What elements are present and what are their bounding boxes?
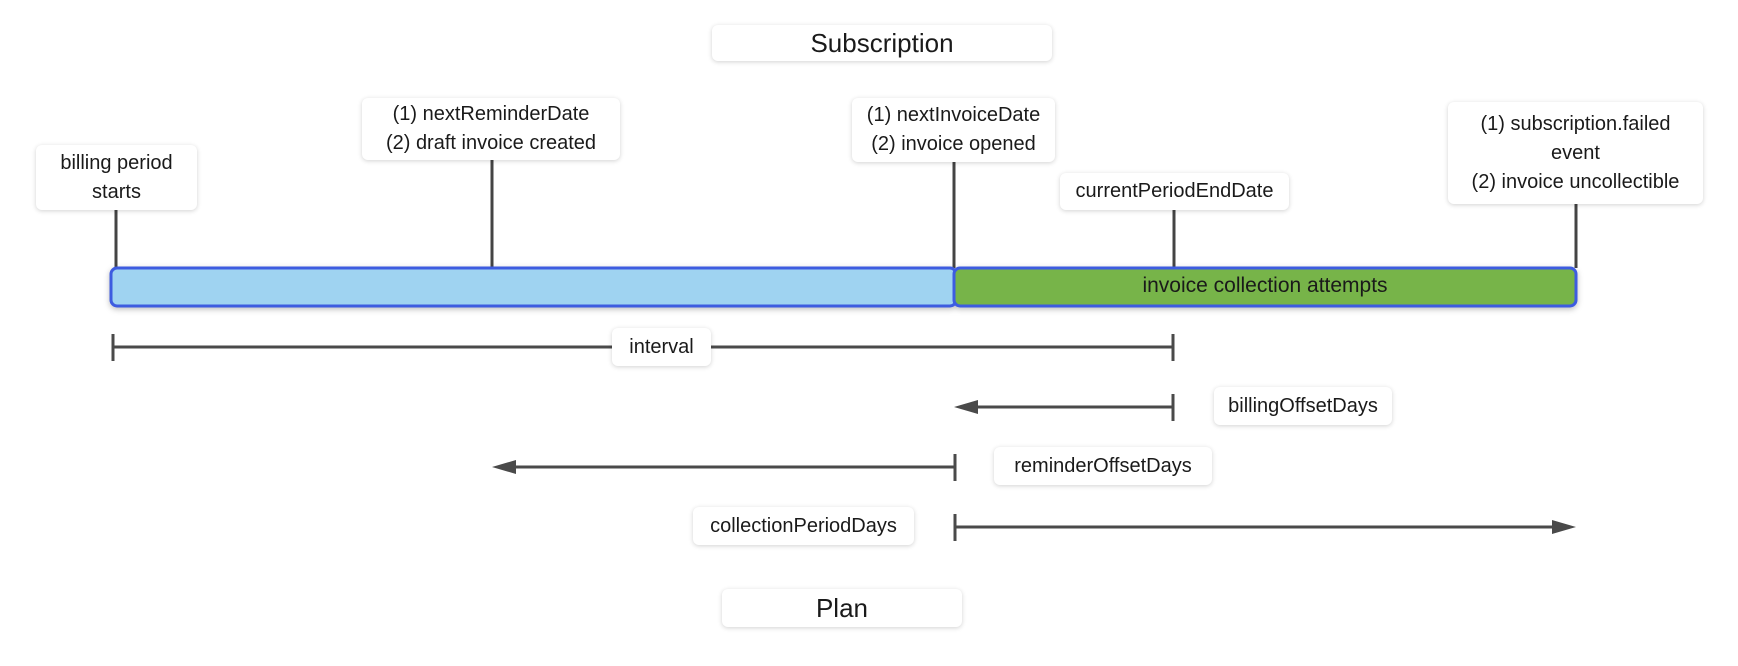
collection-period-label: collectionPeriodDays [693, 507, 914, 545]
event-line: (1) subscription.failed [1480, 112, 1671, 135]
plan-title-text: Plan [815, 592, 869, 623]
interval-label: interval [612, 328, 711, 366]
event-line: billing period [60, 151, 173, 174]
event-line: (2) invoice uncollectible [1471, 170, 1680, 193]
billing-offset-arrow [954, 394, 1175, 421]
plan-title: Plan [722, 589, 962, 627]
timeline-bar [109, 266, 1578, 308]
billing-period-segment [109, 266, 958, 308]
collection-attempts-label: invoice collection attempts [1142, 274, 1388, 297]
subscription-title-text: Subscription [810, 27, 954, 58]
event-line: currentPeriodEndDate [1075, 180, 1274, 202]
measure-text: reminderOffsetDays [1014, 454, 1192, 477]
event-line: (2) draft invoice created [385, 132, 597, 154]
event-line: (1) nextReminderDate [392, 103, 590, 125]
reminder-offset-arrow [492, 454, 957, 481]
collection-period-arrow [953, 514, 1576, 541]
event-failed: (1) subscription.failed event (2) invoic… [1448, 102, 1703, 204]
event-current-period-end: currentPeriodEndDate [1060, 173, 1289, 210]
event-next-invoice: (1) nextInvoiceDate (2) invoice opened [852, 98, 1055, 162]
measure-text: interval [629, 335, 694, 358]
measure-text: billingOffsetDays [1228, 394, 1378, 417]
event-billing-start: billing period starts [36, 145, 197, 210]
billing-offset-label: billingOffsetDays [1214, 387, 1392, 425]
event-next-reminder: (1) nextReminderDate (2) draft invoice c… [362, 98, 620, 160]
collection-segment [952, 266, 1578, 308]
subscription-title: Subscription [712, 25, 1052, 61]
reminder-offset-label: reminderOffsetDays [994, 447, 1212, 485]
event-line: starts [92, 180, 141, 203]
event-line: (2) invoice opened [871, 133, 1036, 155]
event-line: (1) nextInvoiceDate [866, 104, 1041, 126]
event-line: event [1551, 141, 1600, 164]
measure-text: collectionPeriodDays [710, 514, 897, 537]
